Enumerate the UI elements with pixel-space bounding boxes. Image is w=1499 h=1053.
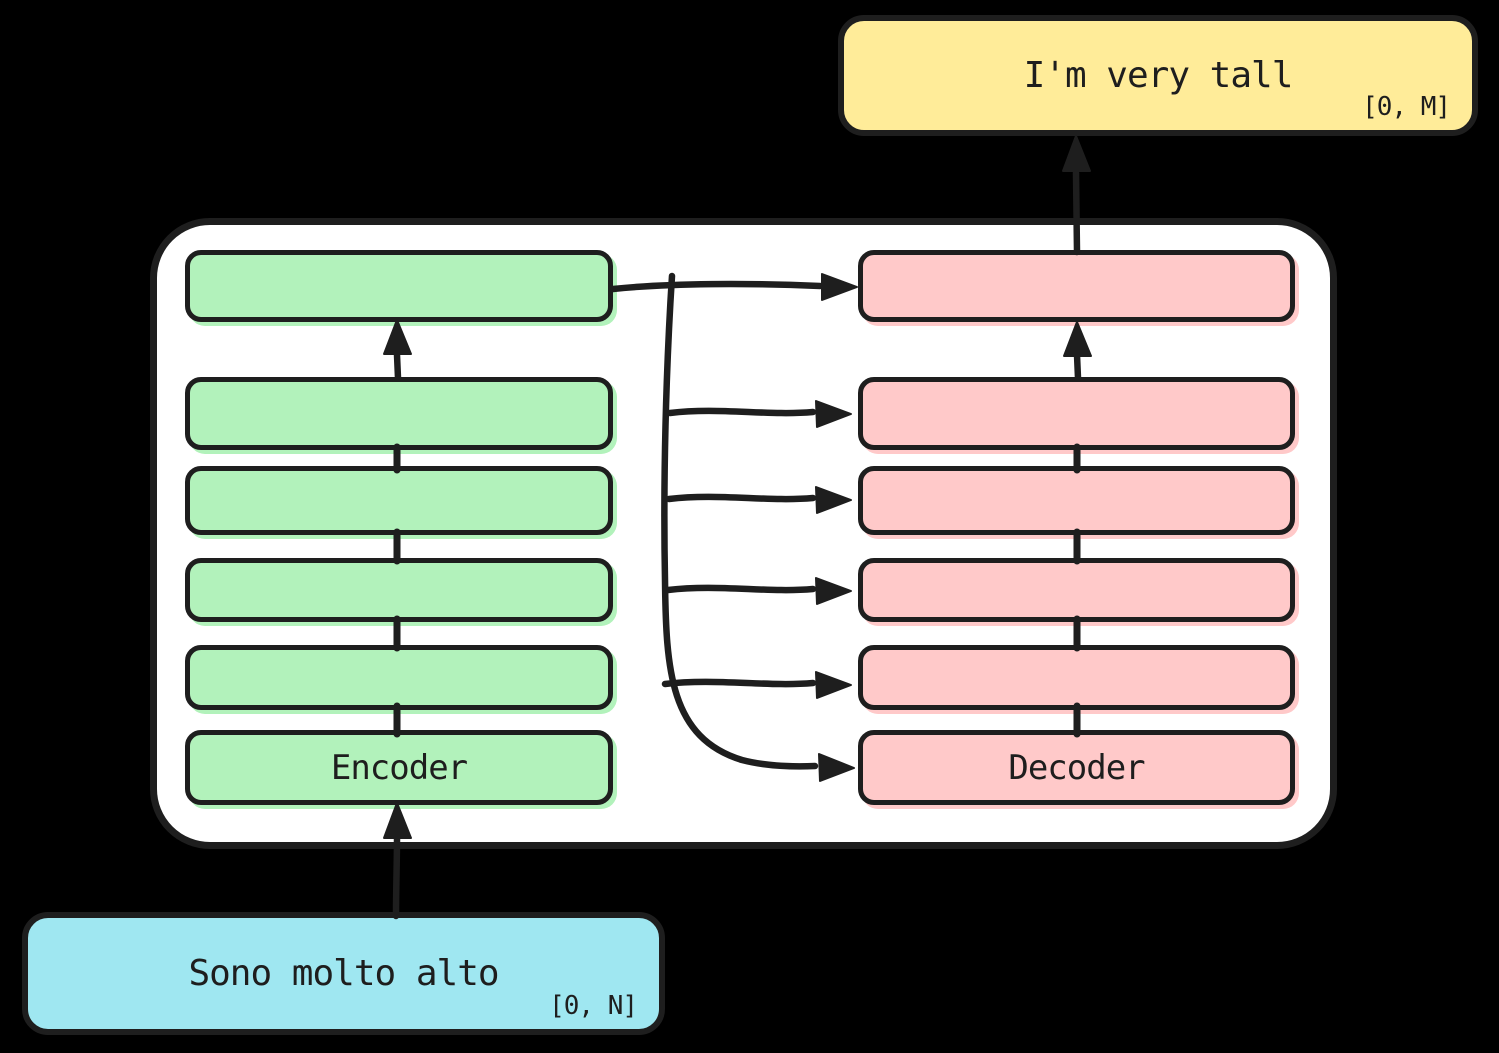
encoder-layer-5 [185,377,613,450]
encoder-layer-4 [185,466,613,535]
encoder-layer-6 [185,250,613,322]
decoder-layer-3 [858,558,1295,622]
decoder-label: Decoder [1008,747,1145,788]
output-token-range: [0, M] [1362,92,1451,122]
input-token-range: [0, N] [549,991,638,1021]
decoder-layer-5 [858,377,1295,450]
decoder-layer-4 [858,466,1295,535]
decoder-layer-2 [858,645,1295,710]
encoder-layer-2 [185,645,613,710]
output-sentence-text: I'm very tall [1023,55,1294,96]
encoder-label: Encoder [330,747,468,788]
decoder-layer-6 [858,250,1295,322]
input-sentence-text: Sono molto alto [188,953,499,994]
encoder-layer-1: Encoder [185,730,613,805]
output-sentence-box: I'm very tall [0, M] [838,15,1478,136]
decoder-layer-1: Decoder [858,730,1295,805]
input-sentence-box: Sono molto alto [0, N] [22,912,665,1035]
encoder-layer-3 [185,558,613,622]
